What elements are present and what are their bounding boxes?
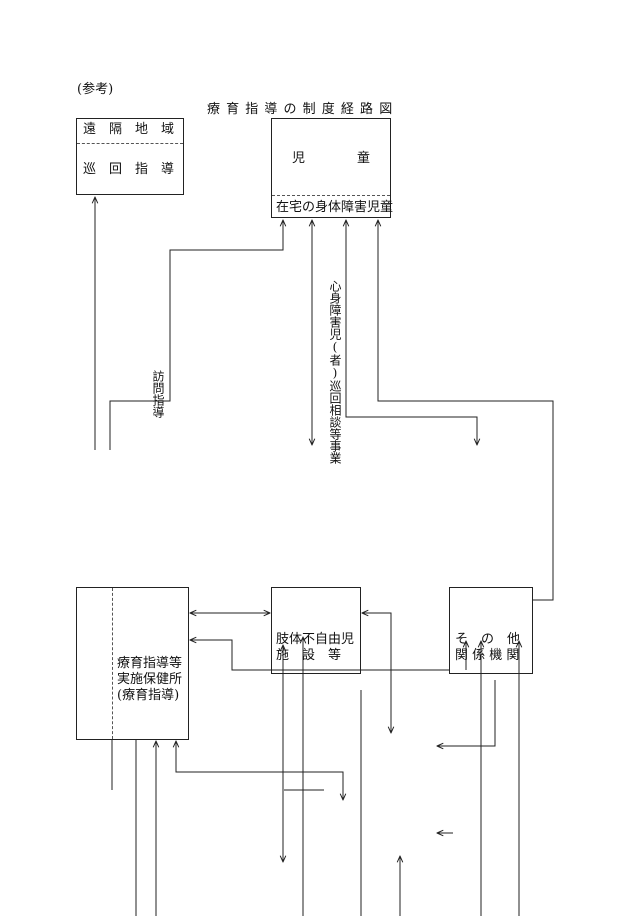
node-child xyxy=(271,118,391,218)
node-remote-area xyxy=(76,118,184,195)
edge-child-other xyxy=(346,220,477,445)
edge-facility-lower xyxy=(362,613,391,733)
health-center-divider xyxy=(112,588,113,739)
facility-label-2: 施 設 等 xyxy=(276,648,342,663)
remote-area-divider xyxy=(77,143,183,144)
edge-other-to-child xyxy=(378,220,554,601)
edge-visit-guidance xyxy=(109,220,283,450)
facility-label: 肢体不自由児 xyxy=(276,632,355,647)
edge-label-visit: 訪問指導 xyxy=(151,370,165,418)
health-center-label-3: (療育指導) xyxy=(117,688,180,703)
remote-area-sub-label: 巡 回 指 導 xyxy=(83,162,175,177)
child-sub-label: 在宅の身体障害児童 xyxy=(276,200,394,215)
other-label: そ の 他 xyxy=(455,632,521,647)
edge-to-health-center xyxy=(190,640,449,671)
node-other-organizations xyxy=(449,587,533,674)
reference-note: (参考) xyxy=(77,82,114,97)
edge-other-lower xyxy=(437,680,496,746)
node-facility xyxy=(271,587,361,674)
child-divider xyxy=(272,195,390,196)
health-center-label-2: 実施保健所 xyxy=(117,672,183,687)
remote-area-label: 遠 隔 地 域 xyxy=(83,122,175,137)
health-center-label: 療育指導等 xyxy=(117,656,183,671)
diagram-title: 療 育 指 導 の 制 度 経 路 図 xyxy=(207,102,394,117)
node-health-center xyxy=(76,587,189,740)
child-label: 児 童 xyxy=(292,151,371,166)
other-label-2: 関 係 機 関 xyxy=(455,648,520,663)
edge-label-consultation: 心身障害児(者)巡回相談等事業 xyxy=(328,280,342,464)
edge-health-lower-right xyxy=(176,741,343,800)
